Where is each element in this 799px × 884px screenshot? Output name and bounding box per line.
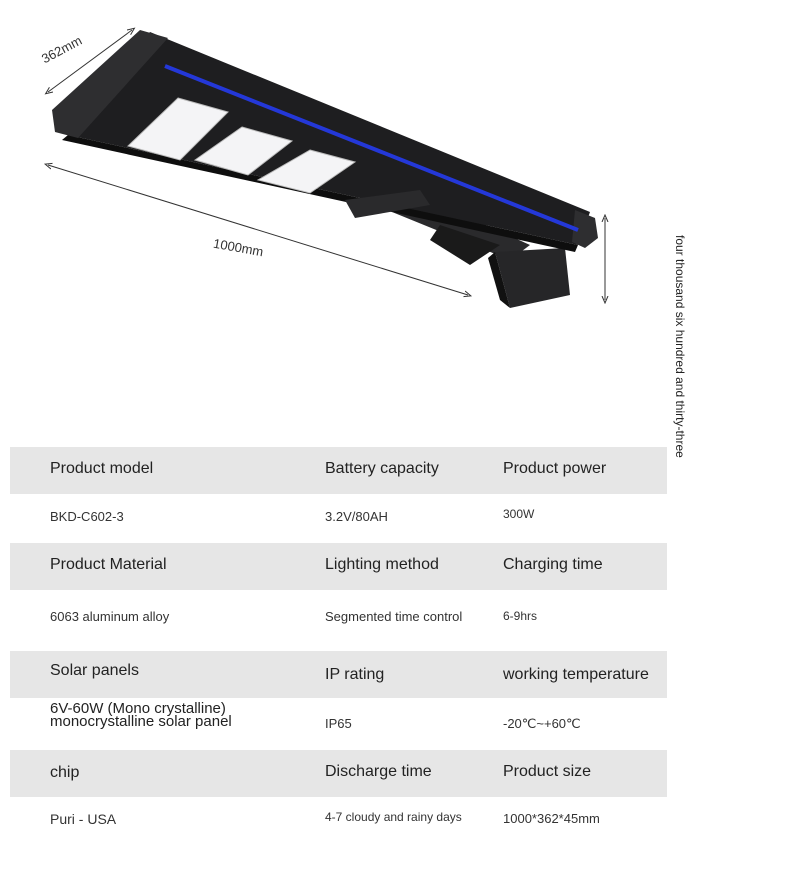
spec-value: IP65 — [325, 716, 352, 731]
solar-street-lamp-image — [0, 0, 799, 308]
spec-value-row: Puri - USA 4-7 cloudy and rainy days 100… — [10, 810, 667, 841]
lamp-body — [52, 30, 598, 252]
spec-label: Product size — [503, 763, 592, 780]
spec-value: 1000*362*45mm — [503, 811, 600, 826]
spec-value-row: BKD-C602-3 3.2V/80AH 300W — [10, 507, 667, 539]
spec-label: chip — [50, 764, 80, 781]
spec-value-row: 6063 aluminum alloy Segmented time contr… — [10, 609, 667, 639]
spec-value: 6063 aluminum alloy — [50, 609, 170, 624]
spec-label: Charging time — [503, 556, 603, 573]
spec-value: 3.2V/80AH — [325, 509, 388, 524]
height-dimension-label: four thousand six hundred and thirty-thr… — [673, 235, 687, 458]
spec-label: working temperature — [503, 666, 649, 683]
spec-value: 6V-60W (Mono crystalline) monocrystallin… — [50, 700, 232, 730]
spec-label: Product Material — [50, 556, 167, 573]
spec-label: Discharge time — [325, 763, 432, 780]
spec-value: Segmented time control — [325, 609, 463, 624]
spec-value: Puri - USA — [50, 811, 117, 827]
spec-header-row: Product model Battery capacity Product p… — [10, 447, 667, 494]
spec-value: 4-7 cloudy and rainy days — [325, 810, 462, 824]
spec-label: Lighting method — [325, 556, 439, 573]
led-panels — [127, 97, 357, 194]
spec-label: Product power — [503, 460, 607, 477]
spec-header-row: Solar panels IP rating working temperatu… — [10, 651, 667, 698]
spec-header-row: chip Discharge time Product size — [10, 750, 667, 797]
dimension-arrows — [48, 30, 605, 300]
spec-label: Product model — [50, 460, 154, 477]
spec-value: 300W — [503, 507, 535, 521]
spec-value-row: 6V-60W (Mono crystalline) monocrystallin… — [10, 700, 667, 748]
spec-label: Battery capacity — [325, 460, 439, 477]
spec-value: BKD-C602-3 — [50, 509, 124, 524]
spec-label: Solar panels — [50, 662, 139, 679]
spec-label: IP rating — [325, 666, 385, 683]
spec-header-row: Product Material Lighting method Chargin… — [10, 543, 667, 590]
spec-value: 6-9hrs — [503, 609, 538, 623]
spec-value: -20℃~+60℃ — [503, 716, 581, 731]
